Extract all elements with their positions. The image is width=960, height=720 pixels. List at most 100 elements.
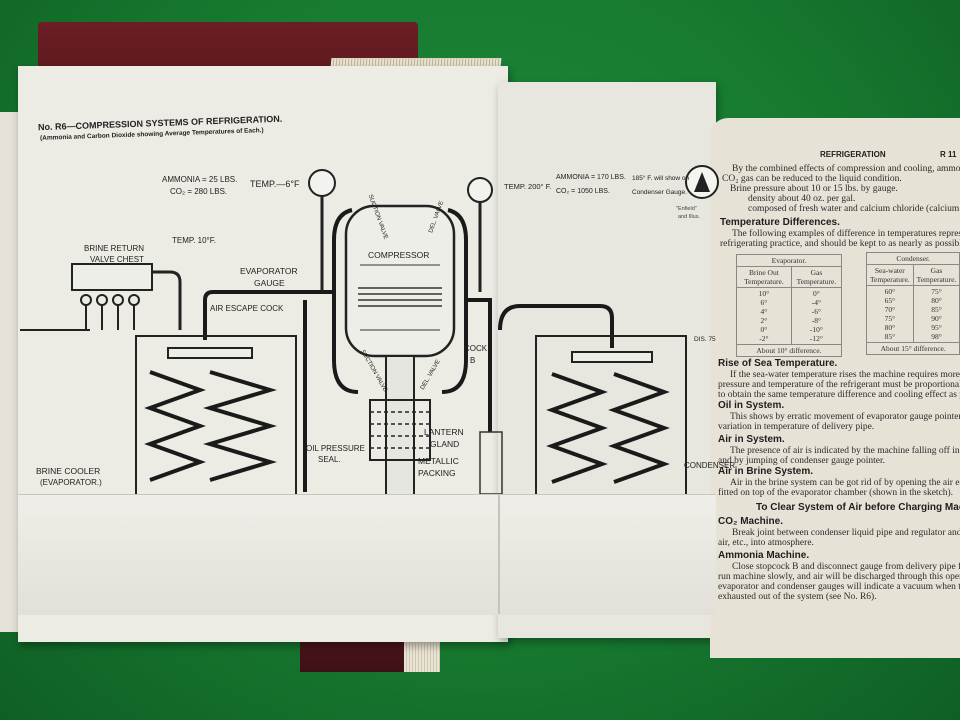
- rise-line-1: If the sea-water temperature rises the m…: [730, 370, 960, 380]
- temp-diff-line-1: The following examples of difference in …: [732, 229, 960, 239]
- condenser-table: Condenser. Sea-water Temperature.Gas Tem…: [865, 252, 960, 355]
- right-book-page: [710, 118, 960, 658]
- table-cell-value: 65°: [884, 296, 896, 305]
- table-cell-value: 80°: [931, 296, 942, 305]
- air-escape-cock-label: AIR ESCAPE COCK: [210, 304, 284, 313]
- table-cell-value: 70°: [884, 305, 896, 314]
- ammonia-right-label: AMMONIA = 170 LBS.: [556, 174, 626, 181]
- condenser-label: CONDENSER: [684, 461, 736, 470]
- ammonia-line-1: Close stopcock B and disconnect gauge fr…: [732, 562, 960, 572]
- co2-pressure-label: CO₂ = 280 LBS.: [170, 187, 228, 196]
- rise-line-2: pressure and temperature of the refriger…: [718, 380, 960, 390]
- ammonia-machine-heading: Ammonia Machine.: [718, 550, 810, 561]
- condenser-table-title: Condenser.: [865, 252, 960, 265]
- condenser-gauge-note: 185° F. will show on: [632, 175, 690, 182]
- condenser-col2-values: 75°80°85°90°95°98°: [912, 285, 960, 343]
- temp-10f-label: TEMP. 10°F.: [172, 236, 216, 245]
- table-cell-value: -6°: [811, 307, 822, 316]
- ammonia-pressure-label: AMMONIA = 25 LBS.: [162, 175, 238, 184]
- condenser-col2-header: Gas Temperature.: [912, 264, 960, 286]
- oil-in-system-heading: Oil in System.: [718, 400, 785, 411]
- discharge-label: DIS. 75: [694, 336, 716, 343]
- air-in-brine-heading: Air in Brine System.: [718, 466, 814, 477]
- lantern-gland-label-2: GLAND: [430, 439, 460, 449]
- co2-line-1: Break joint between condenser liquid pip…: [732, 528, 960, 538]
- rise-line-3: to obtain the same temperature differenc…: [718, 390, 960, 400]
- intro-line-5: composed of fresh water and calcium chlo…: [748, 204, 960, 214]
- evaporator-gauge-label: EVAPORATOR: [240, 266, 298, 276]
- brine-cooler-label: BRINE COOLER: [36, 466, 101, 476]
- co2-machine-heading: CO₂ Machine.: [718, 516, 784, 527]
- page-number: R 11: [940, 150, 957, 159]
- clear-system-heading: To Clear System of Air before Charging M…: [756, 502, 960, 513]
- table-cell-value: 60°: [884, 287, 896, 296]
- table-cell-value: -12°: [809, 334, 823, 343]
- ammonia-line-3: evaporator and condenser gauges will ind…: [718, 582, 960, 592]
- table-cell-value: 85°: [884, 332, 896, 341]
- table-cell-value: -8°: [811, 316, 822, 325]
- emblem-caption: "Enfield": [676, 206, 697, 212]
- brine-cooler-label-2: (EVAPORATOR.): [40, 478, 102, 487]
- co2-line-2: air, etc., into atmosphere.: [718, 538, 814, 548]
- folded-lower-strip: [18, 494, 716, 615]
- temp-right-label: TEMP. 200° F.: [504, 182, 552, 191]
- air-brine-line-2: fitted on top of the evaporator chamber …: [718, 488, 954, 498]
- oil-pressure-seal-label: OIL PRESSURE: [306, 444, 365, 453]
- evaporator-col1-values: 10°6°4°2°0°-2°: [736, 287, 792, 345]
- table-cell-value: 98°: [931, 332, 942, 341]
- page-header: REFRIGERATION: [820, 150, 886, 159]
- table-cell-value: -10°: [809, 325, 823, 334]
- cock-b-label: COCK: [464, 344, 488, 353]
- table-cell-value: 4°: [760, 307, 768, 316]
- ammonia-line-2: run machine slowly, and air will be disc…: [718, 572, 960, 582]
- oil-line-1: This shows by erratic movement of evapor…: [730, 412, 960, 422]
- compressor-body: [344, 204, 456, 358]
- metallic-packing-label-2: PACKING: [418, 468, 456, 478]
- brine-return-label: BRINE RETURN: [84, 244, 145, 253]
- air-line-1: The presence of air is indicated by the …: [730, 446, 960, 456]
- table-cell-value: 2°: [760, 316, 768, 325]
- table-cell-value: 6°: [760, 298, 768, 307]
- metallic-packing-label: METALLIC: [418, 456, 459, 466]
- table-cell-value: -2°: [759, 334, 769, 343]
- table-cell-value: 10°: [758, 289, 770, 298]
- temperature-differences-heading: Temperature Differences.: [720, 217, 840, 228]
- evaporator-table: Evaporator. Brine Out Temperature.Gas Te…: [736, 254, 843, 357]
- intro-line-2: CO₂ gas can be reduced to the liquid con…: [722, 174, 902, 184]
- table-cell-value: 85°: [931, 305, 942, 314]
- lantern-gland-label: LANTERN: [424, 427, 464, 437]
- evaporator-table-footer: About 10° difference.: [736, 344, 842, 357]
- table-cell-value: 0°: [760, 325, 768, 334]
- table-cell-value: 75°: [884, 314, 896, 323]
- condenser-table-footer: About 15° difference.: [865, 342, 960, 355]
- intro-line-4: density about 40 oz. per gal.: [748, 194, 856, 204]
- condenser-col1-header: Sea-water Temperature.: [866, 264, 914, 286]
- evaporator-gauge-dial: [308, 169, 336, 197]
- ammonia-line-4: exhausted out of the system (see No. R6)…: [718, 592, 877, 602]
- oil-line-2: variation in temperature of delivery pip…: [718, 422, 875, 432]
- emblem-caption-2: and Illus.: [678, 214, 701, 220]
- table-cell-value: 80°: [884, 323, 896, 332]
- condenser-gauge-dial: [467, 177, 493, 203]
- oil-pressure-seal-label-2: SEAL.: [318, 455, 341, 464]
- evaporator-col2-values: 0°-4°-6°-8°-10°-12°: [790, 287, 843, 345]
- evaporator-col1-header: Brine Out Temperature.: [736, 266, 792, 288]
- evaporator-table-title: Evaporator.: [736, 254, 842, 267]
- evaporator-gauge-label-2: GAUGE: [254, 278, 285, 288]
- temp-left-label: TEMP.—6°F: [250, 179, 300, 189]
- table-cell-value: 95°: [931, 323, 942, 332]
- cock-b-letter: B: [470, 356, 476, 365]
- table-cell-value: 75°: [931, 287, 942, 296]
- condenser-gauge-note-2: Condenser Gauge.: [632, 189, 687, 196]
- rise-sea-temp-heading: Rise of Sea Temperature.: [718, 358, 838, 369]
- table-cell-value: 90°: [931, 314, 942, 323]
- valve-chest-label: VALVE CHEST: [90, 255, 144, 264]
- air-line-2: and by jumping of condenser gauge pointe…: [718, 456, 886, 466]
- intro-line-1: By the combined effects of compression a…: [732, 164, 960, 174]
- evaporator-col2-header: Gas Temperature.: [790, 266, 843, 288]
- air-in-system-heading: Air in System.: [718, 434, 785, 445]
- temp-diff-line-2: refrigerating practice, and should be ke…: [720, 239, 960, 249]
- table-cell-value: 0°: [813, 289, 820, 298]
- fold-crease: [498, 494, 500, 614]
